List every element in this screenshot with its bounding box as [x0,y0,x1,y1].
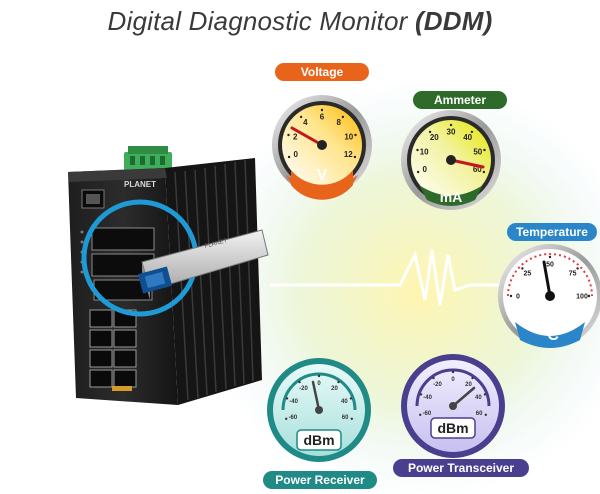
transceiver-tick-mark [484,413,487,416]
transceiver-tick-mark [419,413,422,416]
industrial-switch: PLANET [68,146,262,405]
transceiver-tick-label: 20 [465,382,472,388]
receiver-needle [311,380,321,412]
temperature-gauge: 0 25 50 75 100 [498,244,600,348]
ammeter-tick-mark [482,170,486,174]
signal-waveform [270,249,600,306]
ammeter-tick-label: 20 [430,133,439,142]
transceiver-tick-label: 40 [475,395,482,401]
temperature-tick-label: 25 [524,271,532,278]
receiver-tick-mark [285,417,288,420]
temperature-tick-mark [509,294,513,298]
receiver-tick-label: -60 [289,415,298,421]
receiver-tick-mark [349,397,353,400]
transceiver-tick-label: 0 [451,377,455,383]
temperature-tick-mark [587,294,591,298]
temperature-tick-mark [548,255,552,259]
voltage-tick-mark [353,155,357,159]
ammeter-tick-label: 60 [473,165,482,174]
temperature-tick-label: 75 [569,271,577,278]
transceiver-tick-mark [432,376,435,380]
temperature-tick-mark [521,267,524,270]
transceiver-tick-label: 60 [476,411,483,417]
receiver-tick-label: -40 [289,399,298,405]
transceiver-tick-label: -40 [423,395,432,401]
voltage-tick-mark [287,133,290,137]
temperature-tick-label: 0 [516,293,520,300]
transceiver-tick-mark [451,370,455,374]
temperature-unit: °C [541,327,559,344]
temperature-tick-label: 50 [546,261,554,268]
voltage-tick-label: 2 [293,133,298,142]
receiver-tick-label: -20 [299,386,308,392]
transceiver-needle [451,386,476,408]
title-abbr: (DDM) [414,6,493,36]
voltage-tick-label: 10 [344,133,353,142]
receiver-tick-label: 40 [341,399,348,405]
voltage-label: Voltage [275,63,369,81]
temperature-tick-mark [576,267,579,270]
power-transceiver-label: Power Transceiver [393,459,529,477]
title-main: Digital Diagnostic Monitor [107,6,415,36]
ammeter-tick-mark [428,130,432,134]
voltage-tick-label: 0 [293,150,298,159]
transceiver-tick-label: -20 [433,382,442,388]
voltage-tick-mark [287,155,291,159]
receiver-tick-label: 60 [342,415,349,421]
ammeter-tick-mark [416,148,419,152]
ammeter-tick-label: 10 [420,148,429,157]
voltage-gauge: 0 24 6 810 12 [272,95,372,200]
svg-text:PLANET: PLANET [204,238,228,250]
ammeter-tick-label: 40 [463,133,472,142]
ammeter-tick-mark [483,148,486,152]
sfp-module: PLANET [137,229,269,300]
transceiver-tick-label: -60 [423,411,432,417]
receiver-tick-mark [317,374,321,378]
receiver-tick-mark [337,380,340,384]
ammeter-unit: mA [440,189,463,205]
temperature-needle [542,260,552,298]
transceiver-tick-mark [483,393,487,396]
page-title: Digital Diagnostic Monitor (DDM) [0,6,600,37]
ammeter-tick-label: 30 [447,128,456,137]
receiver-unit: dBm [303,432,334,448]
ammeter-tick-label: 0 [422,165,427,174]
receiver-tick-mark [350,417,353,420]
ammeter-tick-mark [470,130,474,134]
voltage-tick-mark [341,115,345,119]
power-receiver-gauge: -60 -40 -20 0 20 40 60 [267,358,371,462]
temperature-label: Temperature [507,223,597,241]
voltage-unit: V [317,167,328,184]
ammeter-tick-label: 50 [473,148,482,157]
brand-logo: PLANET [124,180,156,189]
voltage-tick-label: 8 [336,118,341,127]
voltage-tick-label: 6 [320,113,325,122]
ammeter-tick-mark [416,170,420,174]
receiver-tick-mark [285,397,289,400]
transceiver-tick-mark [471,376,474,380]
ammeter-needle [449,158,485,169]
power-receiver-label: Power Receiver [263,471,377,489]
transceiver-unit: dBm [437,420,468,436]
voltage-needle [290,126,324,147]
power-transceiver-gauge: -60 -40 -20 0 20 40 60 [401,354,505,458]
transceiver-tick-mark [419,393,423,396]
receiver-tick-label: 20 [331,386,338,392]
voltage-tick-mark [354,133,357,137]
voltage-tick-label: 12 [344,150,353,159]
receiver-tick-label: 0 [317,381,321,387]
voltage-tick-label: 4 [303,118,308,127]
ammeter-tick-mark [449,123,453,127]
voltage-tick-mark [320,108,324,112]
temperature-tick-label: 100 [576,293,588,300]
receiver-tick-mark [298,380,301,384]
ammeter-label: Ammeter [413,91,507,109]
voltage-tick-mark [299,115,303,119]
